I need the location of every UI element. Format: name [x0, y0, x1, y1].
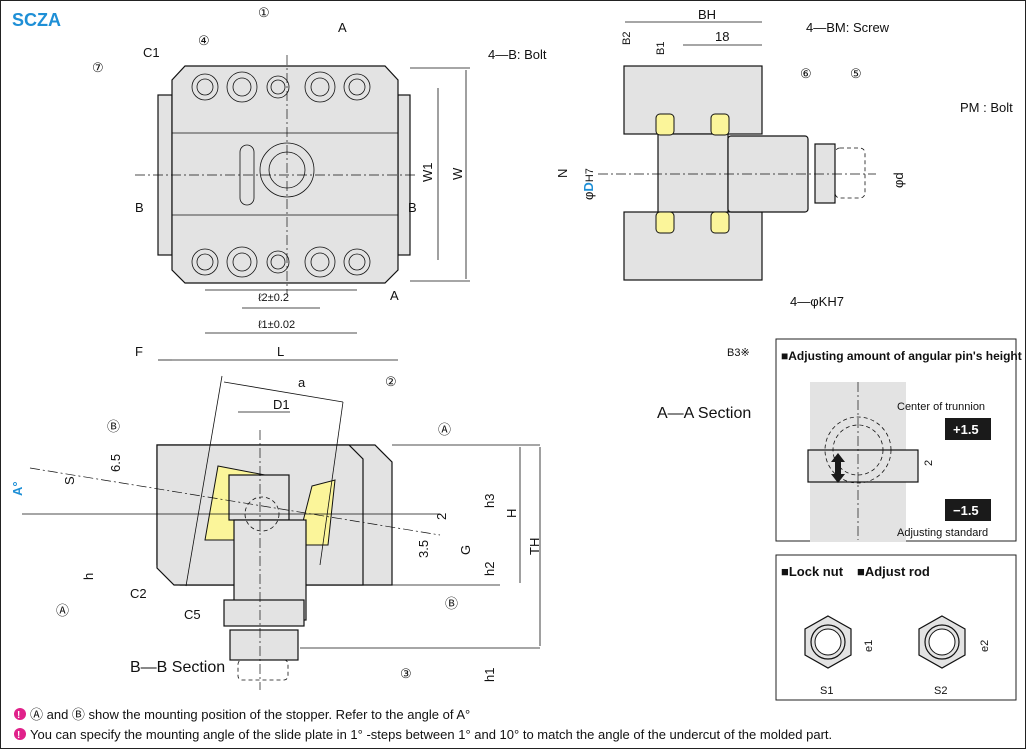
adjust-rod-title: ■Adjust rod [857, 564, 930, 579]
label-h-big: H [504, 509, 519, 518]
label-s2: S2 [934, 685, 947, 697]
note-2: You can specify the mounting angle of th… [30, 727, 832, 742]
label-e2: e2 [979, 640, 991, 652]
label-c1: C1 [143, 45, 160, 60]
label-b-right: Ⓑ [445, 596, 458, 611]
label-n: N [555, 169, 570, 178]
label-h1: h1 [482, 668, 497, 682]
label-dim2: 2 [434, 513, 449, 520]
notes: ! Ⓐ and Ⓑ show the mounting position of … [14, 707, 832, 742]
label-w1: W1 [420, 163, 435, 183]
center-of-trunnion-label: Center of trunnion [897, 401, 985, 413]
label-part5: ⑤ [850, 66, 862, 81]
label-h3: h3 [482, 494, 497, 508]
lock-nut-title: ■Lock nut [781, 564, 844, 579]
product-title: SCZA [12, 10, 61, 30]
label-phi-d: φd [891, 172, 906, 188]
label-b-left: B [135, 200, 144, 215]
label-part3: ③ [400, 666, 412, 681]
label-part7: ⑦ [92, 60, 104, 75]
label-b3: B3※ [727, 347, 750, 359]
section-title-aa: A—A Section [657, 405, 751, 422]
nut-panel: ■Lock nut ■Adjust rod e1 S1 e2 S2 [775, 554, 1017, 701]
label-part6: ⑥ [800, 66, 812, 81]
side-view: BH 18 B2 B1 4—B: Bolt 4—BM: Screw ⑥ ⑤ PM… [488, 7, 1013, 422]
label-18: 18 [715, 29, 729, 44]
label-w: W [450, 167, 465, 180]
label-h2: h2 [482, 562, 497, 576]
label-a-top: A [338, 20, 347, 35]
label-3-5: 3.5 [416, 540, 431, 558]
section-title-bb: B—B Section [130, 659, 225, 676]
label-6-5: 6.5 [108, 454, 123, 472]
label-a: a [298, 375, 306, 390]
label-c5: C5 [184, 607, 201, 622]
plus-badge: +1.5 [953, 422, 979, 437]
label-bolt: 4—B: Bolt [488, 47, 547, 62]
label-screw: 4—BM: Screw [806, 20, 890, 35]
label-l: L [277, 344, 284, 359]
minus-badge: −1.5 [953, 503, 979, 518]
note-1: Ⓐ and Ⓑ show the mounting position of th… [30, 707, 470, 722]
label-s1: S1 [820, 685, 833, 697]
label-l1: ℓ1±0.02 [258, 319, 295, 331]
label-e1: e1 [863, 640, 875, 652]
label-part1: ① [258, 5, 270, 20]
label-angle: A° [10, 481, 25, 496]
label-a-right: Ⓐ [438, 422, 451, 437]
label-h: h [81, 573, 96, 580]
svg-text:!: ! [17, 710, 20, 721]
note-icon [14, 728, 26, 740]
adjusting-standard-label: Adjusting standard [897, 527, 988, 539]
section-view: a D1 ② Ⓑ Ⓐ 6.5 S A° h h3 H 2 3.5 G h2 TH… [10, 374, 542, 690]
label-b1: B1 [655, 42, 667, 55]
svg-text:!: ! [17, 730, 20, 741]
label-phi-d-h7: φDH7 [581, 168, 596, 200]
label-th: TH [527, 538, 542, 555]
label-c2: C2 [130, 586, 147, 601]
label-b-top: Ⓑ [107, 419, 120, 434]
label-d1: D1 [273, 397, 290, 412]
label-part4: ④ [198, 33, 210, 48]
label-pm-bolt: PM : Bolt [960, 100, 1013, 115]
adjust-panel: ■Adjusting amount of angular pin's heigh… [775, 338, 1022, 542]
label-s: S [62, 476, 77, 485]
label-bh: BH [698, 7, 716, 22]
label-a-left: Ⓐ [56, 603, 69, 618]
note-icon [14, 708, 26, 720]
adjust-panel-title: ■Adjusting amount of angular pin's heigh… [781, 349, 1022, 363]
label-a-bottom: A [390, 288, 399, 303]
label-part2: ② [385, 374, 397, 389]
label-g: G [458, 545, 473, 555]
adjust-dim: 2 [923, 460, 935, 466]
label-f: F [135, 344, 143, 359]
label-k: 4—φKH7 [790, 294, 844, 309]
label-b-right: B [408, 200, 417, 215]
label-l2: ℓ2±0.2 [258, 292, 289, 304]
top-view: C1 ④ ① ⑦ A A B B W1 W ℓ2±0.2 ℓ1±0.02 F L [92, 5, 470, 361]
label-b2: B2 [621, 32, 633, 45]
